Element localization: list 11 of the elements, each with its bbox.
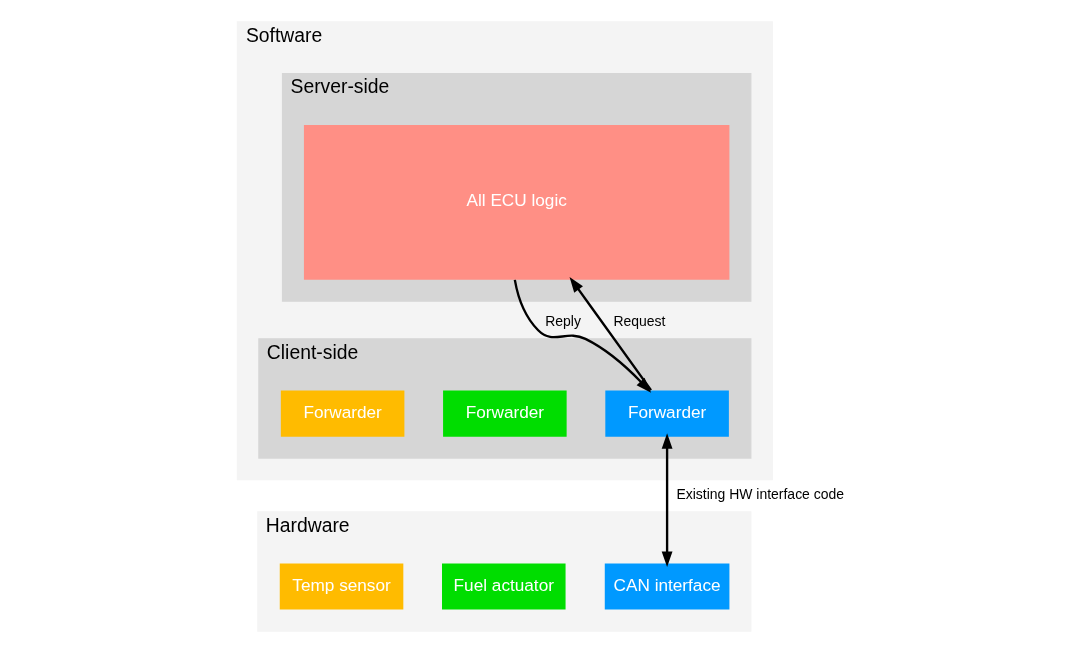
node-box: Forwarder [605, 389, 729, 437]
edge-label: Reply [545, 312, 581, 329]
node-box: Temp sensor [279, 562, 404, 610]
node-box: Fuel actuator [442, 562, 566, 610]
arrow [661, 432, 673, 567]
edge-label: Existing HW interface code [676, 485, 845, 502]
edge-label: Request [613, 312, 666, 329]
node-box: All ECU logic [303, 124, 730, 280]
node-box: CAN interface [604, 562, 730, 610]
node-box: Forwarder [443, 389, 567, 437]
node-box: Forwarder [280, 389, 405, 437]
